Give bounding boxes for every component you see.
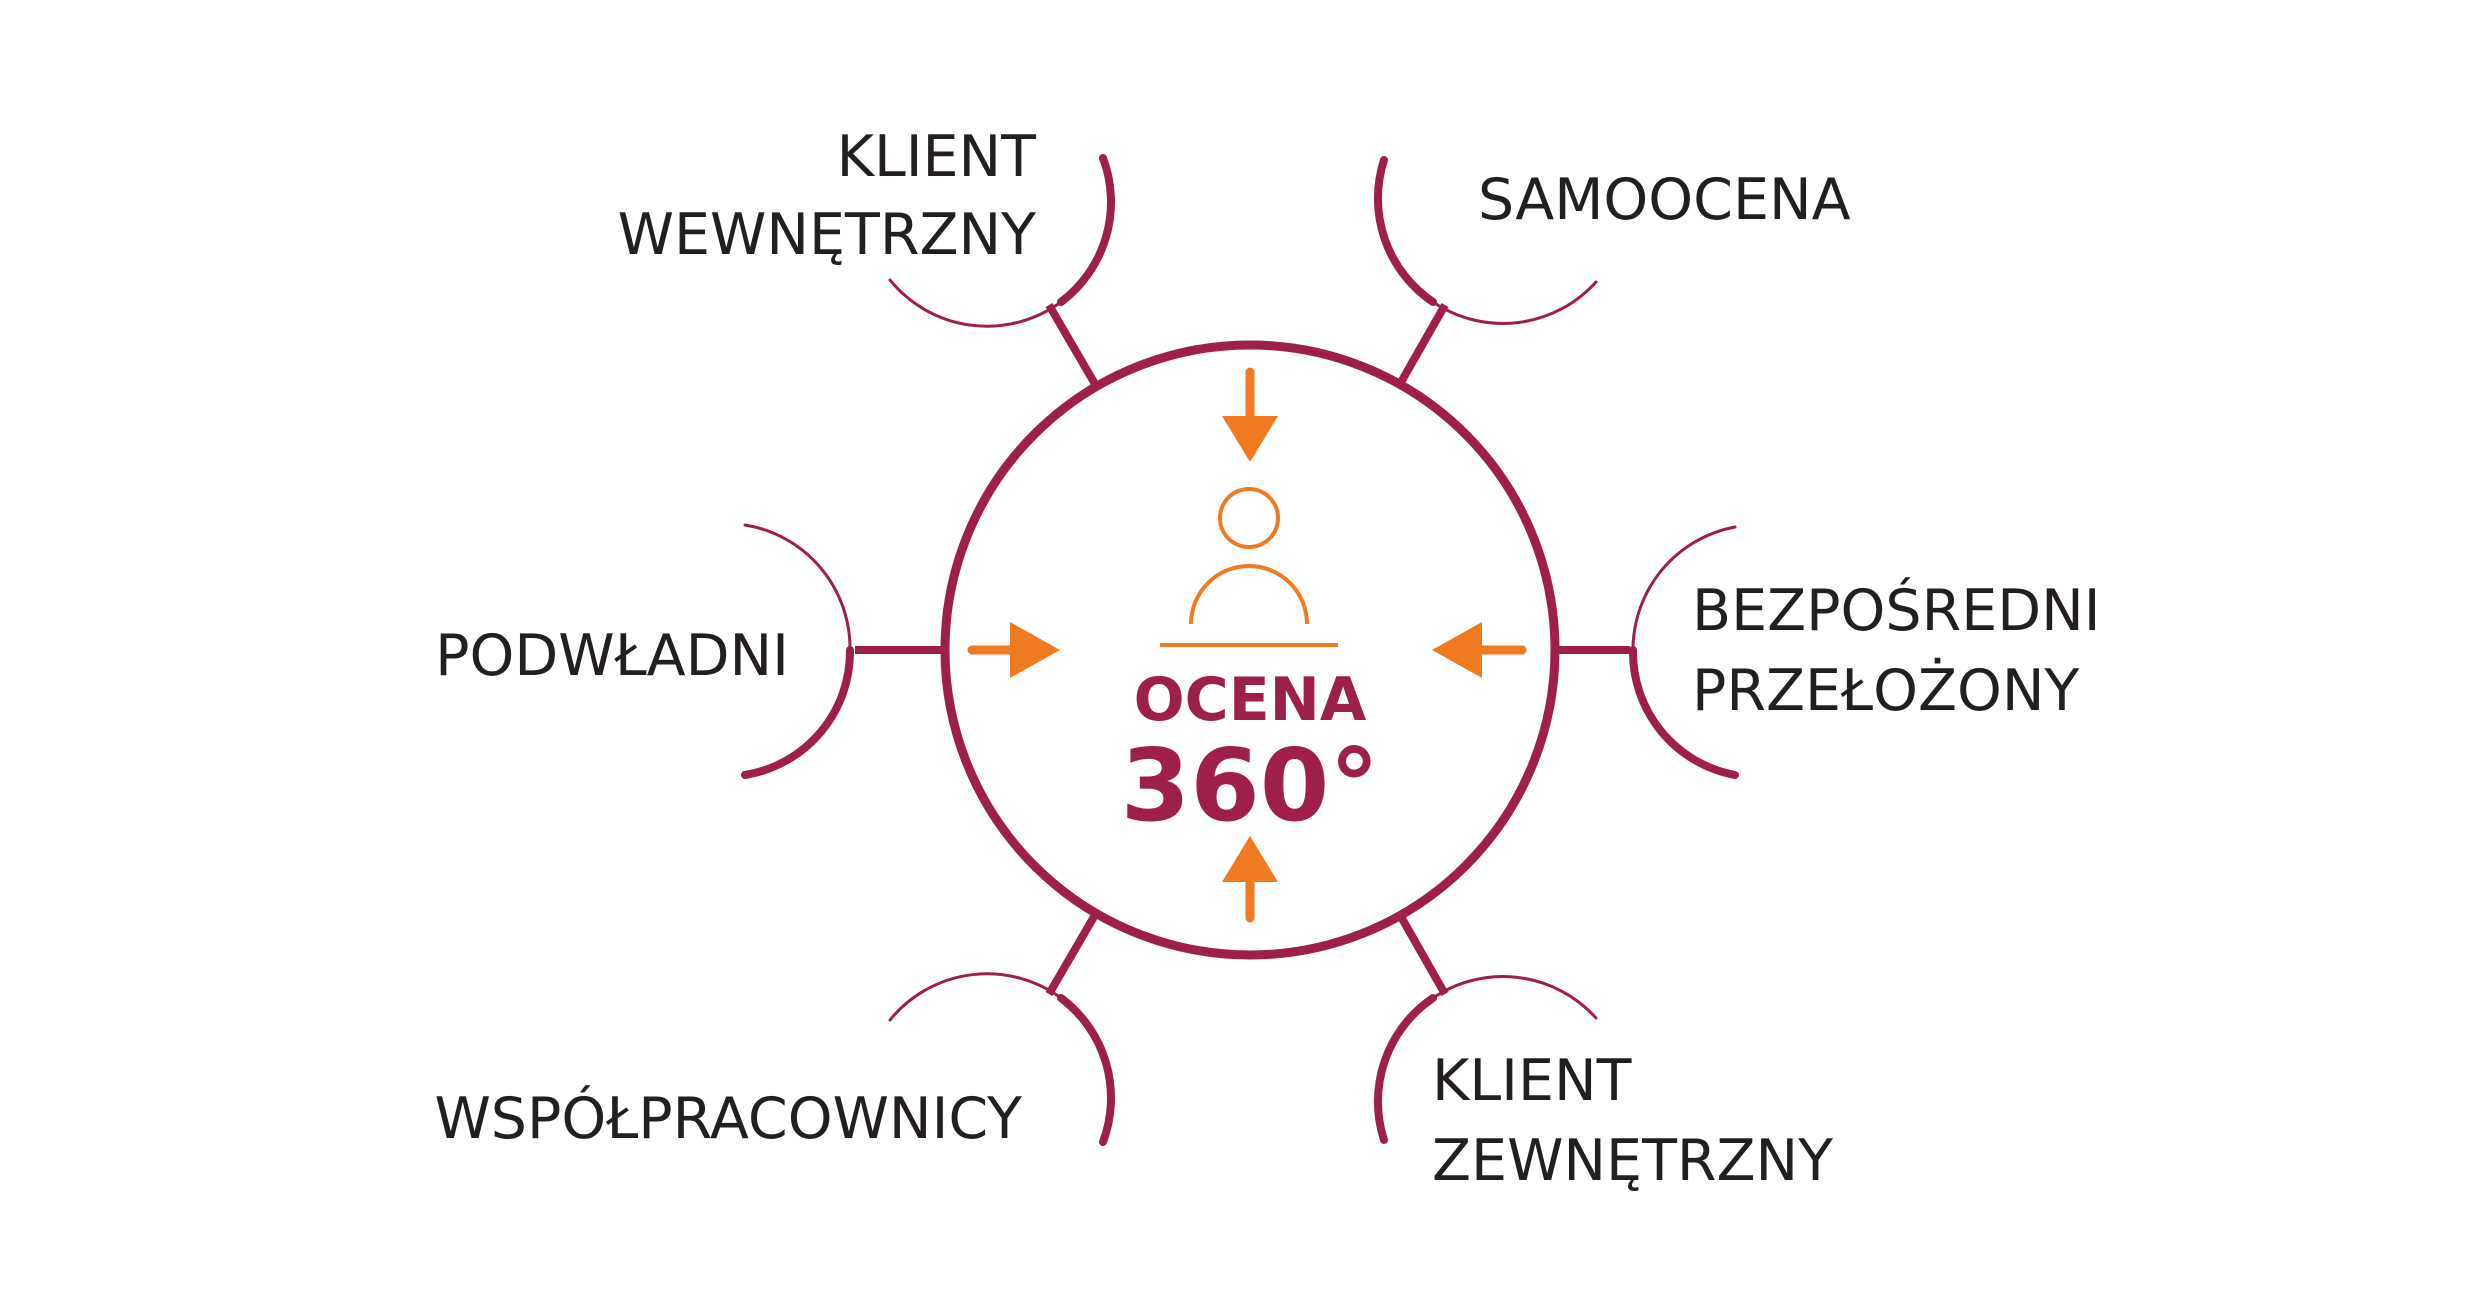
node-label: WSPÓŁPRACOWNICY bbox=[434, 1084, 1022, 1152]
node-label: PRZEŁOŻONY bbox=[1692, 657, 2079, 724]
arc-bottom-right bbox=[1373, 975, 1598, 1144]
arrow-down-icon bbox=[1222, 367, 1278, 462]
arc-top-left bbox=[888, 154, 1115, 328]
node-label: BEZPOŚREDNI bbox=[1692, 576, 2101, 644]
node-label: PODWŁADNI bbox=[435, 623, 789, 689]
node-bottom-right: KLIENT ZEWNĘTRZNY bbox=[1432, 1048, 1833, 1194]
center-number: 360° bbox=[1121, 727, 1380, 844]
node-top-left: KLIENT WEWNĘTRZNY bbox=[618, 124, 1037, 268]
node-bottom-left: WSPÓŁPRACOWNICY bbox=[434, 1084, 1022, 1152]
arc-bottom-left bbox=[888, 972, 1115, 1146]
connectors bbox=[855, 302, 1630, 997]
arrow-left-icon bbox=[1432, 622, 1527, 678]
node-right: BEZPOŚREDNI PRZEŁOŻONY bbox=[1692, 576, 2101, 724]
arc-top-right bbox=[1373, 156, 1598, 325]
node-left: PODWŁADNI bbox=[435, 623, 789, 689]
connector-top-right bbox=[1396, 303, 1449, 386]
person-icon bbox=[1160, 487, 1338, 647]
node-label: KLIENT bbox=[1432, 1048, 1632, 1114]
center-title: OCENA bbox=[1134, 665, 1367, 735]
arc-right bbox=[1628, 525, 1739, 779]
node-top-right: SAMOOCENA bbox=[1478, 167, 1851, 233]
arrow-right-icon bbox=[967, 622, 1060, 678]
node-label: SAMOOCENA bbox=[1478, 167, 1851, 233]
node-arcs bbox=[741, 154, 1739, 1146]
connector-top-left bbox=[1045, 302, 1099, 387]
arrows bbox=[967, 367, 1527, 923]
arrow-up-icon bbox=[1222, 836, 1278, 923]
connector-bottom-right bbox=[1396, 913, 1449, 996]
node-label: WEWNĘTRZNY bbox=[618, 202, 1036, 268]
node-label: KLIENT bbox=[837, 124, 1037, 190]
node-label: ZEWNĘTRZNY bbox=[1432, 1128, 1833, 1194]
arc-left bbox=[741, 523, 855, 779]
connector-bottom-left bbox=[1045, 912, 1099, 997]
